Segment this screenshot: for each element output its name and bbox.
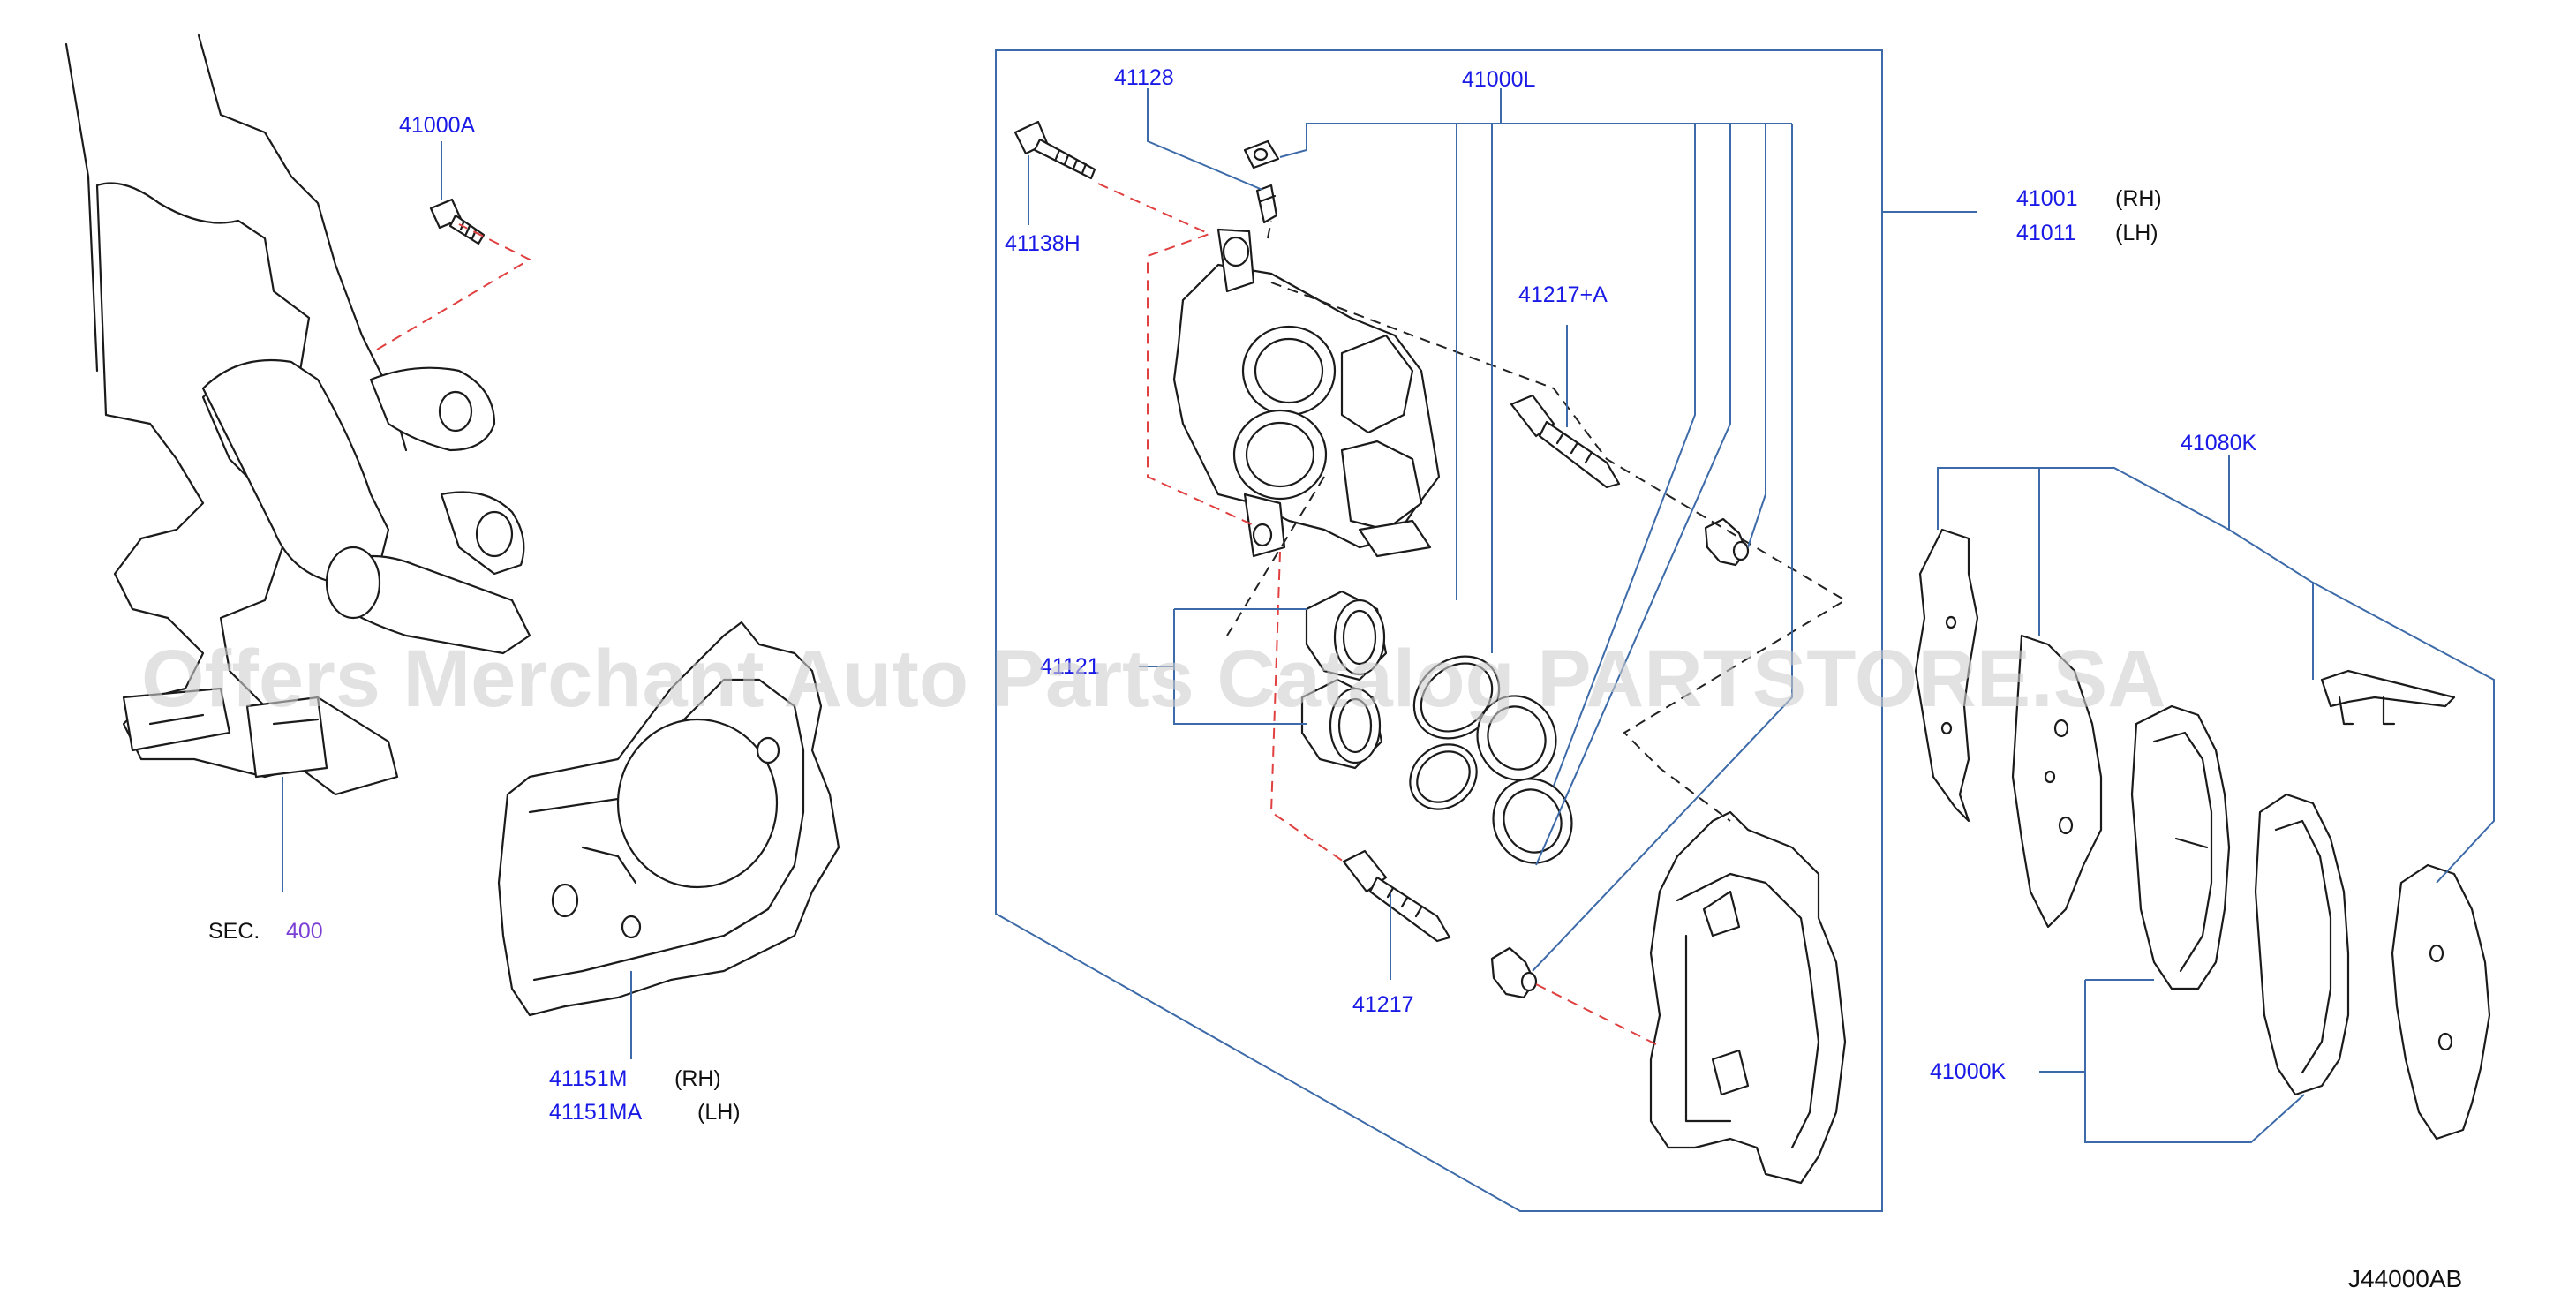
- label-41011-side: (LH): [2115, 221, 2158, 245]
- pad-clip-left: [1914, 528, 1979, 823]
- steering-knuckle: [64, 34, 531, 796]
- caliper-pistons: [1300, 590, 1388, 770]
- slide-pin-lower-icon: [1342, 849, 1451, 943]
- part-labels: 41000A 41128 41000L 41138H 41001 (RH) 41…: [208, 65, 2257, 1125]
- caliper-body: [1172, 228, 1441, 558]
- label-41138H[interactable]: 41138H: [1005, 231, 1081, 256]
- label-41121[interactable]: 41121: [1040, 654, 1100, 679]
- caliper-assembly-frame: [995, 49, 1883, 1212]
- leader-lines: [282, 88, 2495, 1143]
- label-41151MA-side: (LH): [697, 1100, 741, 1125]
- label-41080K[interactable]: 41080K: [2181, 431, 2257, 455]
- label-41000A[interactable]: 41000A: [399, 113, 476, 138]
- label-41000L[interactable]: 41000L: [1462, 67, 1536, 92]
- dust-shield: [497, 621, 840, 1017]
- label-41128[interactable]: 41128: [1114, 65, 1174, 90]
- pad-shim-right: [2391, 863, 2491, 1141]
- pin-boot-lower-icon: [1490, 946, 1538, 999]
- label-sec-400[interactable]: 400: [286, 919, 323, 944]
- knuckle-bolt-icon: [429, 198, 486, 245]
- label-41217A[interactable]: 41217+A: [1518, 282, 1608, 307]
- label-41001[interactable]: 41001: [2016, 186, 2078, 211]
- pad-shim-left: [2011, 634, 2103, 929]
- label-41151MA[interactable]: 41151MA: [549, 1100, 642, 1125]
- diagram-code: J44000AB: [2348, 1265, 2462, 1292]
- piston-seals: [1409, 655, 1573, 864]
- brake-pad-outer: [2254, 793, 2350, 1096]
- caliper-bracket: [1649, 810, 1847, 1185]
- watermark-text: Offers Merchant Auto Parts Catalog PARTS…: [141, 634, 2166, 724]
- label-41217[interactable]: 41217: [1352, 992, 1414, 1017]
- bleeder-screw-icon: [1243, 139, 1280, 224]
- assembly-guide-lines: [376, 183, 1847, 1047]
- label-41001-side: (RH): [2115, 186, 2162, 211]
- pad-spring-clip: [2320, 669, 2456, 726]
- slide-pin-upper-icon: [1510, 394, 1621, 489]
- label-41011[interactable]: 41011: [2016, 221, 2076, 245]
- label-41000K[interactable]: 41000K: [1930, 1059, 2007, 1084]
- brake-pad-inner: [2130, 704, 2231, 990]
- label-sec-prefix: SEC.: [208, 919, 260, 944]
- label-41151M[interactable]: 41151M: [549, 1066, 628, 1091]
- label-41151M-side: (RH): [674, 1066, 721, 1091]
- pin-boot-upper-icon: [1704, 517, 1750, 567]
- guide-bolt-icon: [1013, 120, 1096, 180]
